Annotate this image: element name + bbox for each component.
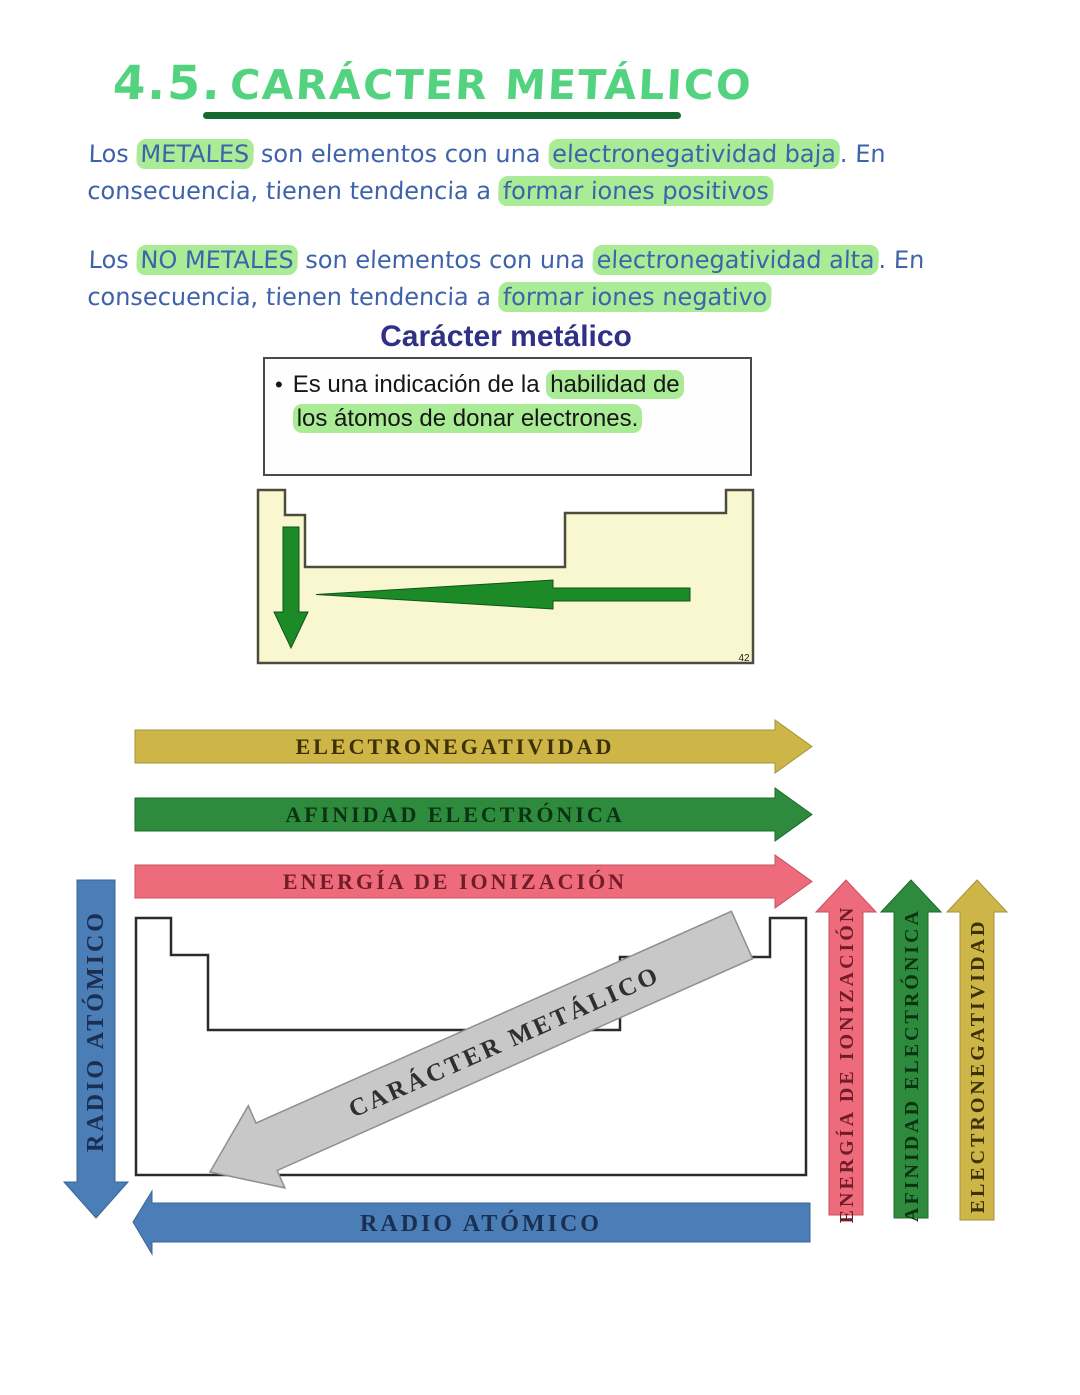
title-underline — [203, 112, 681, 119]
text-line: los átomos de donar electrones. — [292, 402, 684, 436]
slide-page-number: 42 — [738, 653, 750, 664]
highlighted-text: los átomos de donar electrones. — [292, 404, 643, 433]
highlighted-text: formar iones negativo — [498, 282, 772, 312]
highlighted-text: electronegatividad baja — [547, 139, 841, 169]
text-segment: Los — [88, 140, 137, 168]
highlighted-text: NO METALES — [135, 245, 299, 275]
text-segment: consecuencia, tienen tendencia a — [86, 177, 500, 205]
text-line: Los METALES son elementos con una electr… — [88, 136, 886, 173]
electronegatividad-arrow-right — [134, 719, 813, 774]
afinidad-electronica-label: AFINIDAD ELECTRÓNICA — [285, 802, 624, 827]
energia-ionizacion-label: ENERGÍA DE IONIZACIÓN — [283, 869, 627, 894]
section-number: 4.5. — [111, 56, 224, 111]
afinidad-electronica-arrow-right — [134, 787, 813, 842]
text-line: consecuencia, tienen tendencia a formar … — [87, 279, 924, 316]
radio-atomico-arrow-left — [132, 1189, 811, 1256]
electronegatividad-vertical-label: ELECTRONEGATIVIDAD — [967, 919, 989, 1214]
electronegatividad-arrow-up — [945, 879, 1009, 1221]
afinidad-electronica-arrow-up — [879, 879, 943, 1219]
periodic-table-outline — [134, 916, 808, 1177]
slide-title: Carácter metálico — [380, 320, 632, 353]
text-segment: son elementos con una — [297, 246, 594, 274]
highlighted-text: habilidad de — [546, 370, 684, 399]
text-segment: son elementos con una — [252, 140, 549, 168]
text-segment: consecuencia, tienen tendencia a — [86, 283, 500, 311]
caracter-metalico-label: CARÁCTER METÁLICO — [344, 960, 664, 1123]
energia-ionizacion-arrow-right — [134, 854, 813, 909]
radio-atomico-arrow-down — [62, 879, 130, 1219]
paragraph-metales: Los METALES son elementos con una electr… — [87, 136, 887, 210]
text-line: Es una indicación de la habilidad de — [293, 368, 684, 402]
paragraph-no-metales: Los NO METALES son elementos con una ele… — [87, 242, 925, 316]
page-title: 4.5.CARÁCTER METÁLICO — [112, 56, 755, 111]
highlighted-text: electronegatividad alta — [592, 245, 880, 275]
text-segment: . En — [839, 140, 887, 168]
energia-ionizacion-vertical-label: ENERGÍA DE IONIZACIÓN — [834, 905, 858, 1224]
caracter-metalico-arrow-diagonal — [208, 910, 754, 1189]
periodic-table-shape — [256, 488, 755, 665]
afinidad-electronica-vertical-label: AFINIDAD ELECTRÓNICA — [899, 908, 923, 1222]
energia-ionizacion-arrow-up — [814, 879, 878, 1216]
bullet-icon: • — [275, 372, 283, 397]
radio-atomico-bottom-label: RADIO ATÓMICO — [360, 1210, 602, 1237]
text-segment: . En — [878, 246, 925, 274]
highlighted-text: METALES — [135, 139, 254, 169]
section-title: CARÁCTER METÁLICO — [228, 61, 754, 109]
text-segment: Es una indicación de la — [292, 371, 547, 398]
highlighted-text: formar iones positivos — [498, 176, 774, 206]
radio-atomico-left-label: RADIO ATÓMICO — [82, 910, 109, 1152]
periodic-trends-diagram: ELECTRONEGATIVIDAD AFINIDAD ELECTRÓNICA … — [62, 719, 1009, 1256]
down-arrow-icon — [273, 526, 309, 650]
slide-periodic-table-figure: 42 — [256, 488, 755, 665]
text-line: Los NO METALES son elementos con una ele… — [88, 242, 925, 279]
text-segment: Los — [88, 246, 137, 274]
text-line: consecuencia, tienen tendencia a formar … — [87, 173, 885, 210]
left-arrow-icon — [315, 579, 691, 610]
electronegatividad-label: ELECTRONEGATIVIDAD — [296, 734, 615, 759]
